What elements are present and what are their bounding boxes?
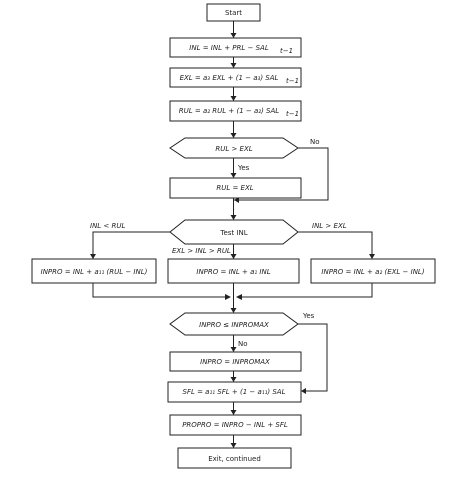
inpro-left-label: INPRO = INL + a₁₁ (RUL − INL) (41, 268, 148, 276)
inpro-right-label: INPRO = INL + a₂ (EXL − INL) (321, 268, 424, 276)
sfl-update-label: SFL = a₁₁ SFL + (1 − a₁₁) SAL (183, 388, 286, 396)
branch-right-label: INL > EXL (312, 222, 347, 230)
exl-update-subscript: t−1 (286, 77, 299, 85)
exit-label: Exit, continued (208, 455, 261, 463)
exit-box (177, 447, 292, 469)
branch-left-label: INL < RUL (90, 222, 126, 230)
decision-inpro-no-label: No (238, 340, 248, 348)
decision-rul-no-label: No (310, 138, 320, 146)
exl-update-box (169, 67, 302, 88)
assign-inpro-label: INPRO = INPROMAX (200, 358, 270, 366)
inpro-left-box (31, 258, 157, 284)
inl-update-box (169, 37, 302, 58)
inl-update-label: INL = INL + PRL − SAL (189, 44, 269, 52)
rul-update-box (169, 100, 302, 122)
assign-rul-label: RUL = EXL (216, 184, 253, 192)
inpro-mid-label: INPRO = INL + a₁ INL (196, 268, 270, 276)
exl-update-label: EXL = a₃ EXL + (1 − a₃) SAL (180, 74, 279, 82)
rul-update-subscript: t−1 (286, 110, 299, 118)
rul-update-label: RUL = a₂ RUL + (1 − a₂) SAL (179, 107, 280, 115)
sfl-update-box (167, 381, 302, 403)
decision-inpro-max (169, 312, 299, 336)
decision-test-inl-label: Test INL (219, 229, 247, 237)
assign-rul-box (169, 177, 302, 199)
assign-inpro-box (169, 351, 302, 372)
branch-mid-label: EXL > INL > RUL (172, 247, 231, 255)
decision-rul-yes-label: Yes (237, 164, 250, 172)
start-label: Start (225, 9, 242, 17)
decision-inpro-yes-label: Yes (302, 312, 315, 320)
inl-update-subscript: t−1 (280, 47, 293, 55)
propro-box (169, 414, 302, 436)
decision-rul-gt-exl (169, 137, 299, 159)
decision-rul-gt-exl-label: RUL > EXL (215, 145, 252, 153)
propro-label: PROPRO = INPRO − INL + SFL (182, 421, 288, 429)
inpro-mid-box (167, 258, 300, 284)
inpro-right-box (310, 258, 436, 284)
decision-inpro-max-label: INPRO ≤ INPROMAX (199, 321, 269, 329)
